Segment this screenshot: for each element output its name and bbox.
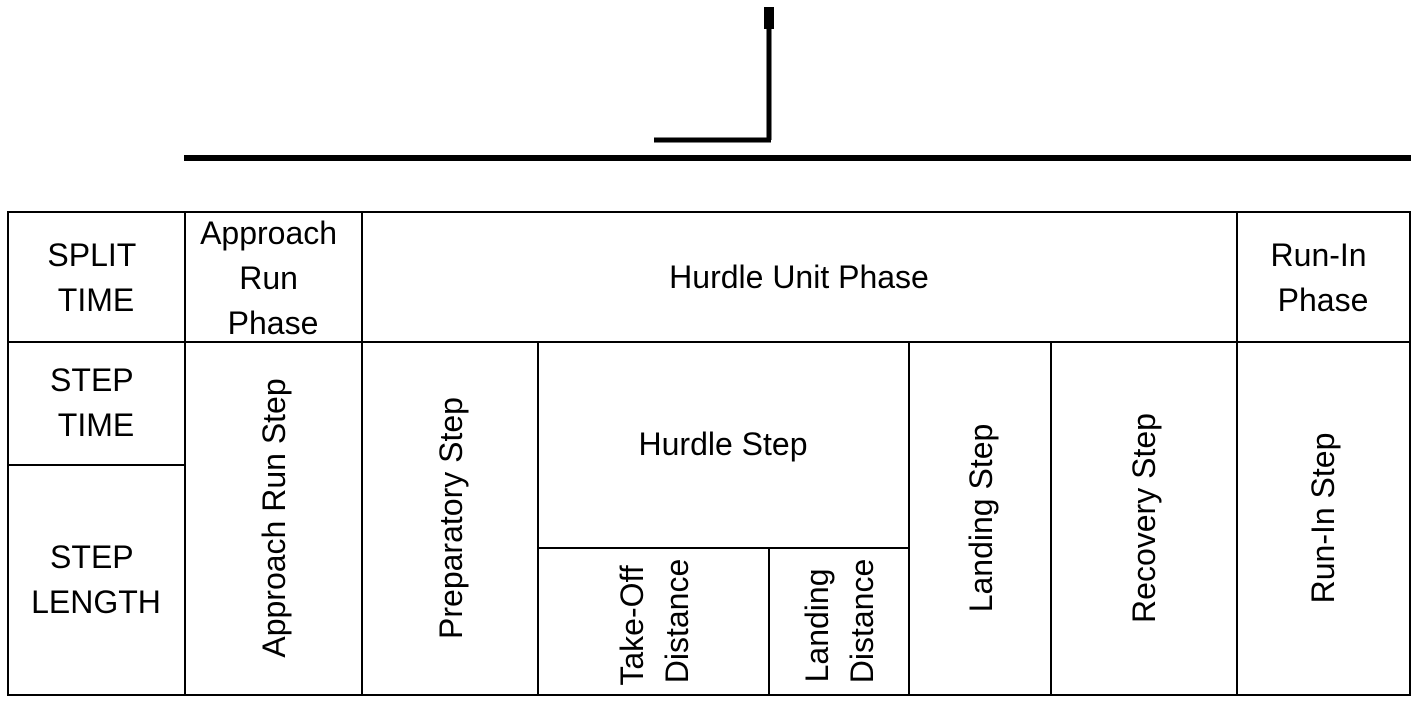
approach-run-phase-label: Approach Run Phase [200, 215, 346, 341]
hurdle-unit-phase-label: Hurdle Unit Phase [669, 259, 929, 295]
table-grid [7, 211, 1411, 696]
approach-run-step-label: Approach Run Step [256, 378, 292, 657]
preparatory-step-label: Preparatory Step [433, 397, 469, 639]
recovery-step-label: Recovery Step [1126, 413, 1162, 623]
take-off-distance-label: Take-Off Distance [614, 556, 695, 685]
landing-distance-label: Landing Distance [799, 559, 880, 684]
run-in-step-label: Run-In Step [1305, 433, 1341, 604]
hurdle-step-label: Hurdle Step [639, 426, 808, 462]
landing-step-label: Landing Step [963, 424, 999, 613]
hurdle-icon [654, 7, 774, 143]
step-time-label: STEP TIME [50, 362, 142, 443]
run-in-phase-label: Run-In Phase [1271, 237, 1376, 318]
split-time-label: SPLIT TIME [47, 237, 144, 318]
step-length-label: STEP LENGTH [31, 539, 161, 620]
